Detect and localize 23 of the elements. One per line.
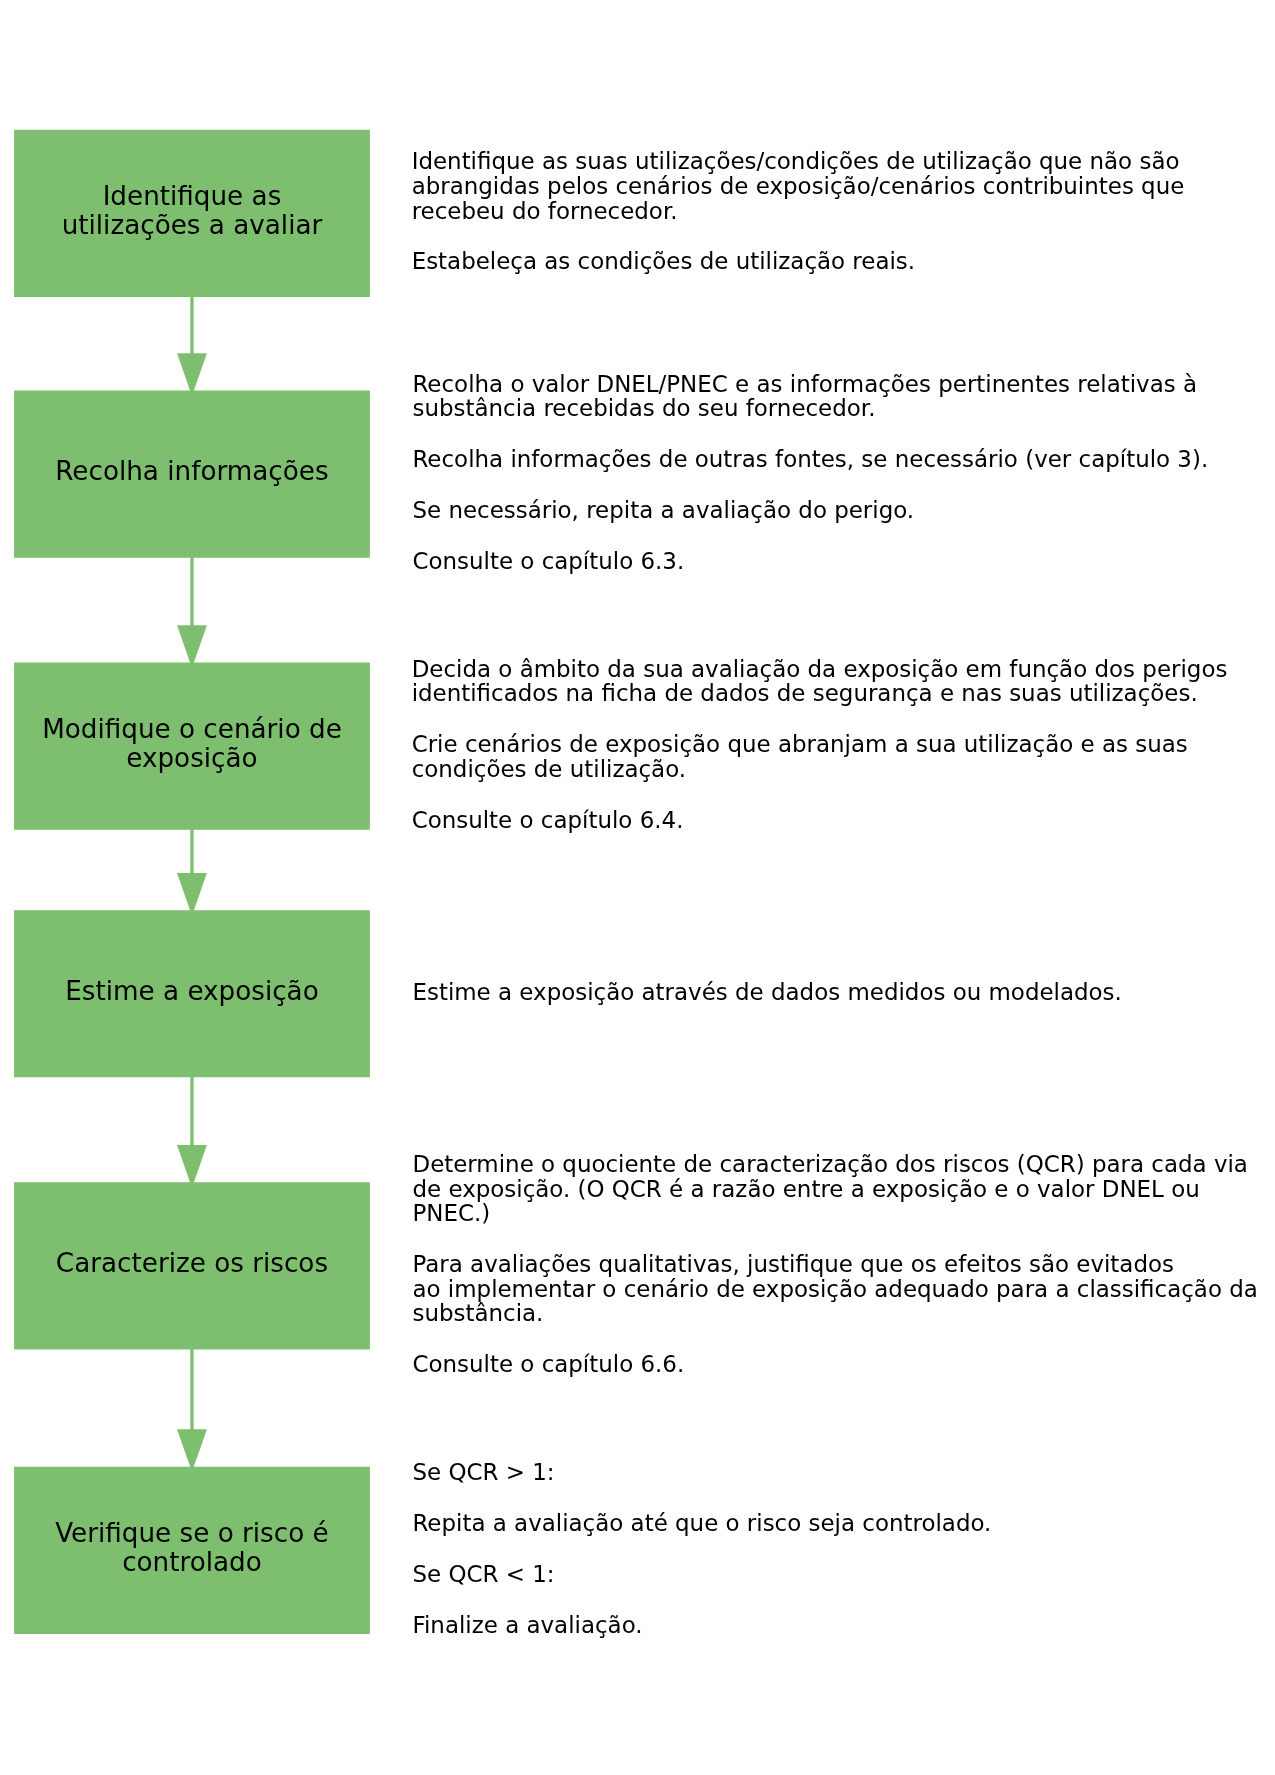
node-label: Repita a avaliação até que o risco seja controlado.	[412, 1509, 992, 1536]
node-label: Consulte o capítulo 6.4.	[411, 806, 684, 833]
node-label: Estabeleça as condições de utilização reais.	[411, 247, 916, 274]
node-label: Recolha o valor DNEL/PNEC e as informações pertinentes relativas à substância recebidas do seu fornecedor.	[412, 370, 1198, 421]
node-label: Se necessário, repita a avaliação do perigo.	[412, 496, 915, 523]
node-label: Se QCR > 1:	[412, 1458, 555, 1485]
node-label: Para avaliações qualitativas, justifique que os efeitos são evitados ao implementar o cenário de exposição adequado para a classificação da substância.	[412, 1250, 1258, 1326]
node-label: Recolha informações de outras fontes, se necessário (ver capítulo 3).	[412, 445, 1209, 472]
node-label: Estime a exposição através de dados medidos ou modelados.	[412, 978, 1122, 1005]
node-label: Finalize a avaliação.	[412, 1611, 643, 1638]
node-label: Consulte o capítulo 6.3.	[412, 547, 685, 574]
node-label: Decida o âmbito da sua avaliação da exposição em função dos perigos identificados na ficha de dados de segurança e nas suas utilizações.	[411, 655, 1228, 706]
node-label: Crie cenários de exposição que abranjam a sua utilização e as suas condições de utilização.	[411, 730, 1188, 782]
node-label: Identifique as suas utilizações/condições de utilização que não são abrangidas pelos cenários de exposição/cenários contribuintes que recebeu do fornecedor.	[411, 147, 1185, 224]
node-box: Verifique se o risco é controlado	[14, 1466, 370, 1634]
node-box: Estime a exposição	[14, 909, 370, 1077]
node-box: Caracterize os riscos	[14, 1181, 370, 1349]
node-box: Recolha informações	[14, 389, 370, 558]
node-box: Identifique as utilizações a avaliar	[14, 129, 370, 297]
node-label: Determine o quociente de caracterização dos riscos (QCR) para cada via de exposição. (O QCR é a razão entre a exposição e o valor DNEL ou PNEC.)	[412, 1150, 1248, 1226]
node-label: Se QCR < 1:	[412, 1560, 555, 1587]
node-label: Consulte o capítulo 6.6.	[412, 1350, 685, 1377]
node-box: Modifique o cenário de exposição	[14, 662, 370, 830]
